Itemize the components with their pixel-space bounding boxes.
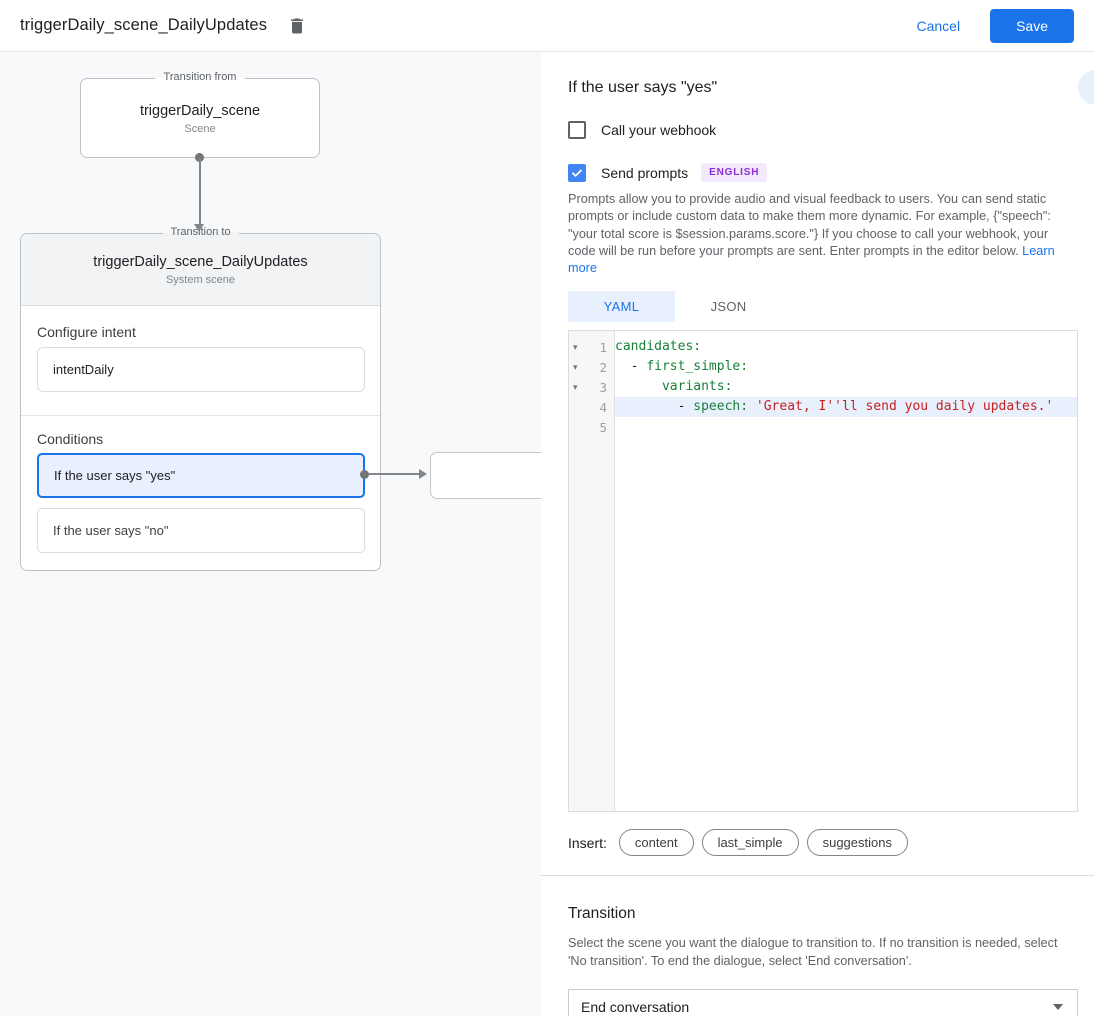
editor-gutter: ▾1 (569, 337, 615, 357)
editor-gutter: ▾3 (569, 377, 615, 397)
top-bar: triggerDaily_scene_DailyUpdates Cancel S… (0, 0, 1094, 52)
line-number: 4 (599, 399, 607, 415)
tab-json[interactable]: JSON (710, 299, 747, 315)
code-line-text: - first_simple: (615, 359, 749, 375)
flow-canvas[interactable]: Transition from triggerDaily_scene Scene… (0, 52, 541, 1016)
transition-heading: Transition (568, 905, 636, 923)
code-line-text (615, 417, 1077, 437)
transition-from-legend: Transition from (155, 71, 245, 83)
to-scene-name: triggerDaily_scene_DailyUpdates (93, 254, 308, 270)
call-webhook-label: Call your webhook (601, 122, 717, 138)
condition-row-yes[interactable]: If the user says "yes" (37, 453, 365, 498)
transition-to-card[interactable]: Transition to triggerDaily_scene_DailyUp… (20, 226, 381, 571)
editor-gutter: ▾2 (569, 357, 615, 377)
checkmark-icon (570, 166, 584, 180)
send-prompts-row: Send prompts ENGLISH (568, 163, 1078, 182)
code-line-text: candidates: (615, 339, 702, 355)
save-button[interactable]: Save (990, 8, 1074, 43)
page-title: triggerDaily_scene_DailyUpdates (20, 16, 268, 34)
connector-dot (195, 153, 204, 162)
card-divider (21, 415, 380, 416)
editor-gutter: 4 (569, 397, 615, 417)
line-number: 2 (599, 359, 607, 375)
condition-heading: If the user says "yes" (568, 79, 718, 96)
tab-yaml[interactable]: YAML (568, 291, 675, 323)
condition-row-no[interactable]: If the user says "no" (37, 508, 365, 553)
language-badge: ENGLISH (701, 163, 768, 182)
transition-dropdown-value: End conversation (581, 999, 690, 1016)
delete-button[interactable] (284, 13, 310, 39)
transition-target-node[interactable] (430, 452, 541, 499)
insert-label: Insert: (568, 834, 607, 851)
from-scene-name: triggerDaily_scene (139, 103, 261, 119)
trash-icon (287, 16, 307, 36)
editor-line[interactable]: ▾2 - first_simple: (569, 357, 1077, 377)
condition-detail-panel: If the user says "yes" Call your webhook… (541, 52, 1094, 1016)
cancel-button[interactable]: Cancel (916, 17, 961, 34)
to-scene-type: System scene (165, 274, 236, 286)
editor-line[interactable]: 4 - speech: 'Great, I''ll send you daily… (569, 397, 1077, 418)
fold-toggle-icon[interactable]: ▾ (573, 362, 578, 373)
webhook-row: Call your webhook (568, 121, 1078, 139)
condition-no-label: If the user says "no" (53, 523, 169, 538)
main-split: Transition from triggerDaily_scene Scene… (0, 52, 1094, 1016)
prompts-description: Prompts allow you to provide audio and v… (568, 191, 1078, 277)
line-number: 3 (599, 379, 607, 395)
insert-chip-suggestions[interactable]: suggestions (806, 829, 908, 857)
intent-field[interactable]: intentDaily (37, 347, 365, 392)
configure-intent-label: Configure intent (37, 324, 136, 340)
chevron-right-icon (1088, 79, 1094, 97)
fold-toggle-icon[interactable]: ▾ (573, 342, 578, 353)
transition-description: Select the scene you want the dialogue t… (568, 936, 1058, 968)
connector-line-vertical (199, 158, 201, 225)
learn-more-link[interactable]: Learn more (568, 243, 1055, 276)
code-line-text: variants: (661, 379, 733, 395)
connector-dot (360, 470, 369, 479)
insert-chip-last-simple[interactable]: last_simple (701, 829, 799, 857)
section-divider (541, 875, 1094, 877)
conditions-label: Conditions (37, 431, 104, 447)
insert-row: Insert: content last_simple suggestions (568, 829, 1078, 857)
dropdown-caret-icon (1053, 1004, 1063, 1011)
fold-toggle-icon[interactable]: ▾ (573, 382, 578, 393)
prompts-description-text: Prompts allow you to provide audio and v… (568, 192, 1051, 258)
arrowhead-right-icon (419, 469, 427, 479)
connector-line-horizontal (369, 473, 419, 475)
arrowhead-down-icon (194, 224, 204, 232)
intent-value: intentDaily (53, 362, 114, 377)
transition-to-legend: Transition to (162, 226, 239, 238)
from-scene-type: Scene (184, 123, 216, 135)
transition-dropdown[interactable]: End conversation (568, 989, 1078, 1016)
insert-chip-content[interactable]: content (618, 829, 694, 857)
editor-format-tabs: YAML JSON (568, 291, 1078, 323)
editor-gutter: 5 (569, 417, 615, 437)
editor-line[interactable]: ▾3 variants: (569, 377, 1077, 397)
code-line-text: - speech: 'Great, I''ll send you daily u… (615, 397, 1077, 418)
call-webhook-checkbox[interactable] (568, 121, 586, 139)
send-prompts-label: Send prompts (601, 164, 689, 181)
send-prompts-checkbox[interactable] (568, 163, 586, 182)
condition-yes-label: If the user says "yes" (54, 468, 176, 483)
line-number: 1 (599, 339, 607, 355)
to-scene-header: triggerDaily_scene_DailyUpdates System s… (21, 234, 380, 306)
editor-line[interactable]: 5 (569, 417, 1077, 437)
transition-from-node[interactable]: Transition from triggerDaily_scene Scene (80, 71, 320, 158)
collapse-panel-button[interactable] (1078, 70, 1094, 105)
line-number: 5 (599, 419, 607, 435)
